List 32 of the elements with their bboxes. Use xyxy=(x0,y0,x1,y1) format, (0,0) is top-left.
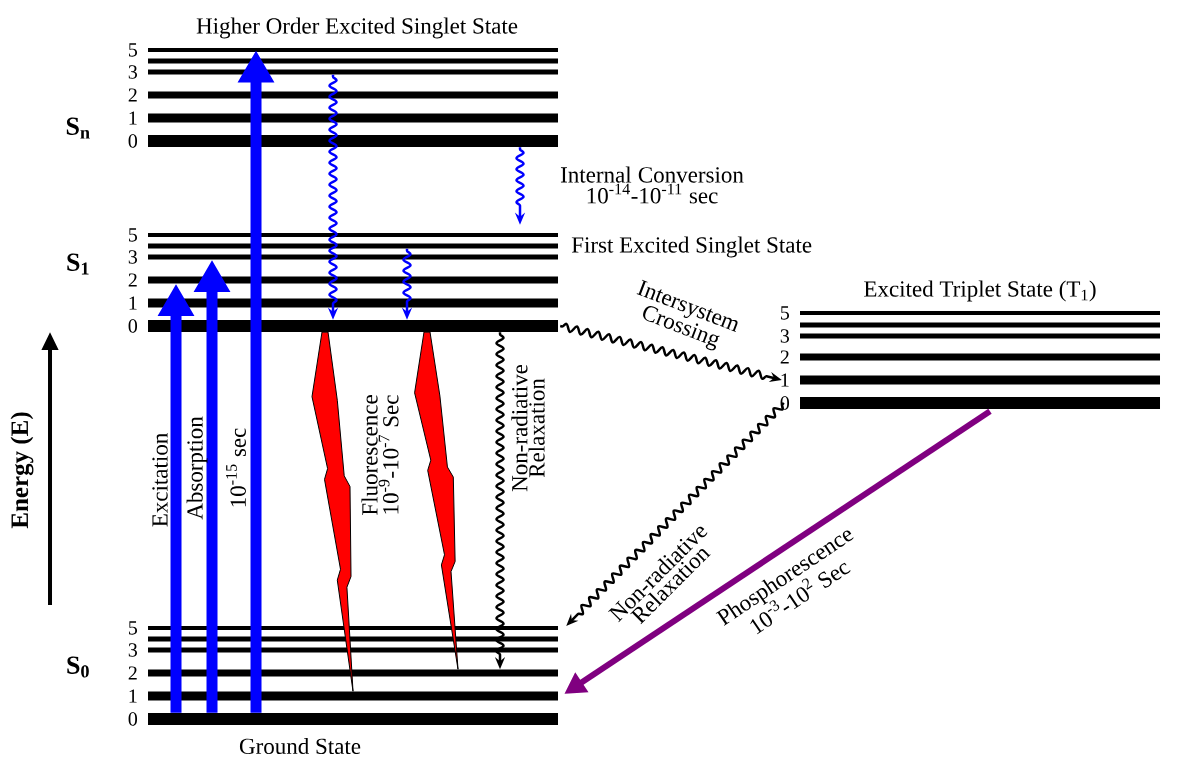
axis-label: Energy (E) xyxy=(10,412,34,529)
state-symbol: S$_{0}$ xyxy=(67,656,89,678)
level-number: 5 xyxy=(128,228,138,242)
edge-label: Non-radiative Relaxation xyxy=(511,364,545,492)
state-title: Higher Order Excited Singlet State xyxy=(196,17,518,39)
level-number: 2 xyxy=(780,350,789,364)
level-number: 0 xyxy=(128,134,138,148)
edge-label: Absorption xyxy=(186,416,208,520)
state-symbol: S$_{n}$ xyxy=(66,117,90,139)
level-number: 5 xyxy=(780,306,790,320)
level-number: 3 xyxy=(780,329,790,343)
state-title: First Excited Singlet State xyxy=(571,236,812,258)
level-number: 0 xyxy=(128,712,138,726)
level-number: 5 xyxy=(128,621,138,635)
level-number: 1 xyxy=(129,296,137,310)
level-number: 2 xyxy=(128,88,137,102)
state-symbol: S$_{1}$ xyxy=(67,253,89,275)
level-number: 3 xyxy=(128,250,138,264)
level-number: 3 xyxy=(128,643,138,657)
level-number: 0 xyxy=(128,319,138,333)
level-number: 5 xyxy=(128,43,138,57)
level-number: 1 xyxy=(129,689,137,703)
edge-label: 10$^{-15}$ sec xyxy=(226,428,246,507)
level-number: 1 xyxy=(781,373,789,387)
state-title: Excited Triplet State (T$_{1}$) xyxy=(864,280,1096,302)
level-number: 2 xyxy=(128,273,137,287)
edge-label: Internal Conversion 10$^{-14}$-10$^{-11}$ sec xyxy=(560,166,744,204)
level-number: 2 xyxy=(128,666,137,680)
state-title: Ground State xyxy=(239,737,361,755)
level-number: 1 xyxy=(129,111,137,125)
edge-label: Excitation xyxy=(152,433,168,527)
level-number: 3 xyxy=(128,65,138,79)
